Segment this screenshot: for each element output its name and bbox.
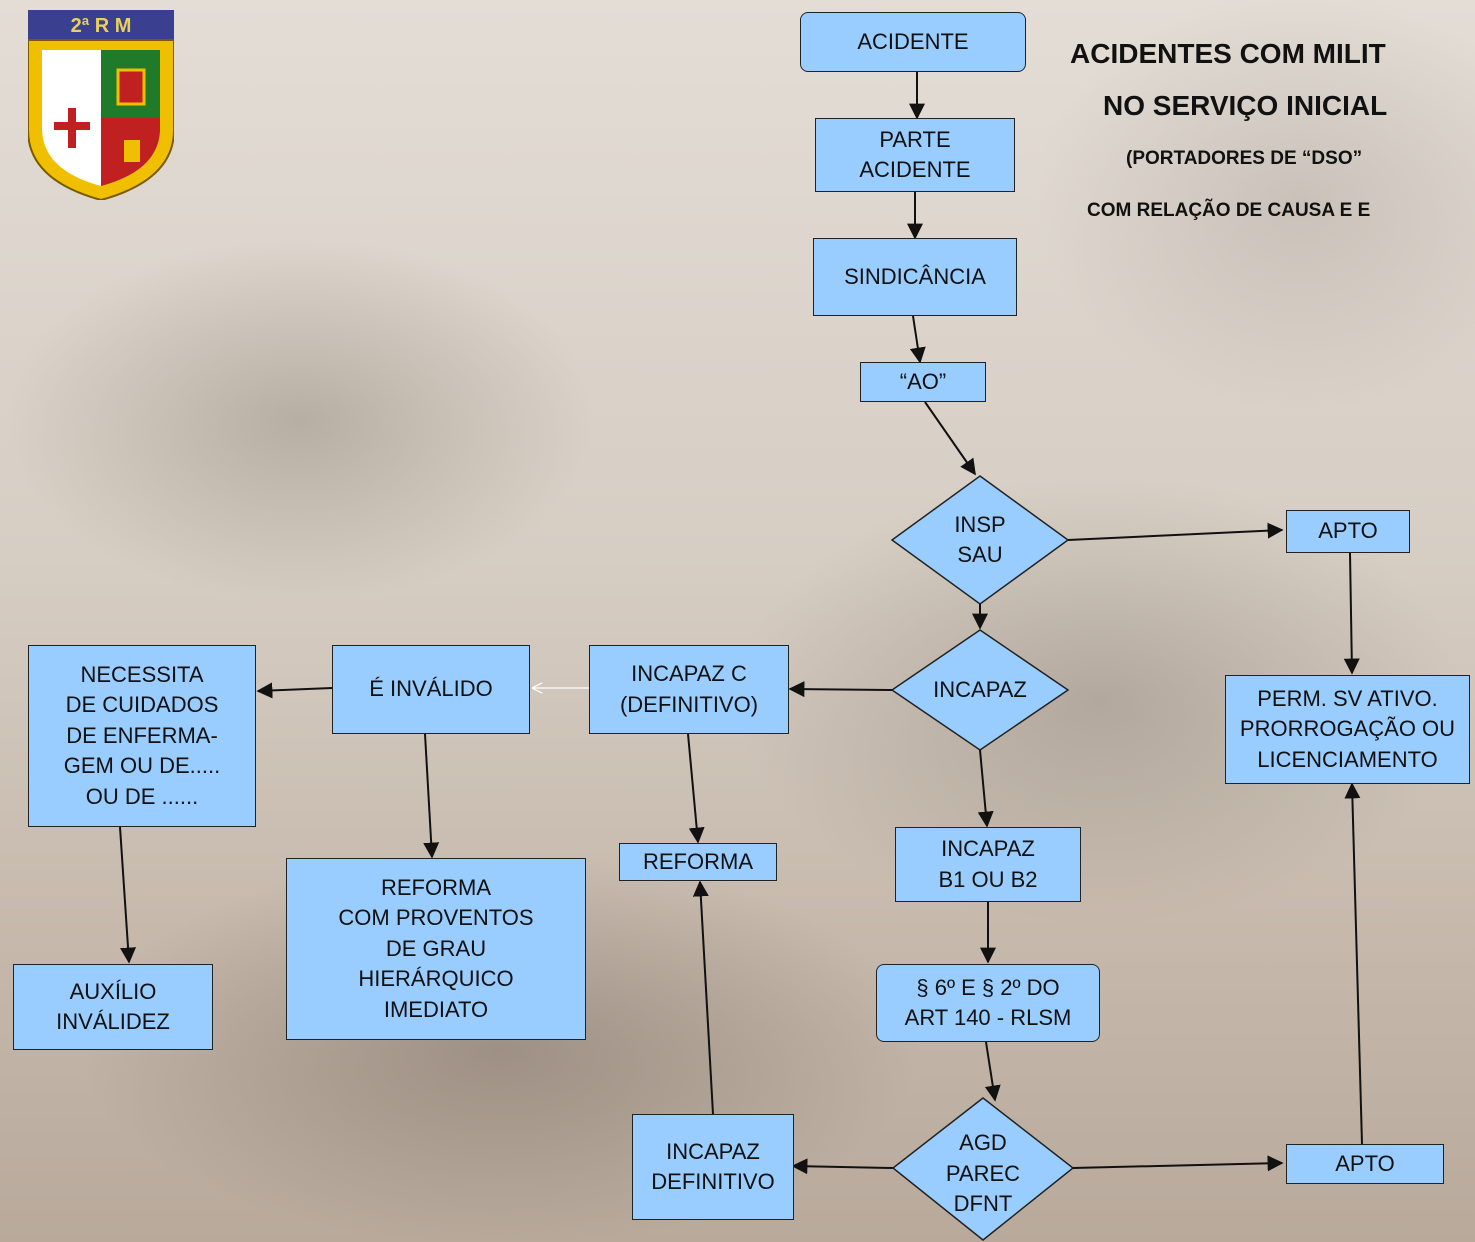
arrow-apto-perm [1343,552,1360,675]
node-necessita-cuidados: NECESSITA DE CUIDADOS DE ENFERMA- GEM OU… [28,645,256,827]
node-reforma-proventos: REFORMA COM PROVENTOS DE GRAU HIERÁRQUIC… [286,858,586,1040]
title-line-1: ACIDENTES COM MILIT [1070,38,1386,69]
arrow-invalido-necessita [256,682,333,699]
arrow-sindicancia-ao [909,315,926,364]
arrow-incapazc-reforma [687,733,705,844]
arrow-incapaz-incapazb [977,749,994,828]
node-paragrafo-art140: § 6º E § 2º DO ART 140 - RLSM [876,964,1100,1042]
node-incapaz-definitivo: INCAPAZ DEFINITIVO [632,1114,794,1220]
arrow-incapazdef-reforma [692,880,714,1115]
node-auxilio-invalidez: AUXÍLIO INVÁLIDEZ [13,964,213,1050]
subtitle-line-2: COM RELAÇÃO DE CAUSA E E [1087,200,1371,221]
node-e-invalido: É INVÁLIDO [332,645,530,734]
arrow-invalido-reformaprov [423,733,440,859]
node-incapaz-c: INCAPAZ C (DEFINITIVO) [589,645,789,734]
emblem-arms [116,68,146,106]
node-perm-sv-ativo: PERM. SV ATIVO. PRORROGAÇÃO OU LICENCIAM… [1225,675,1470,784]
node-apto-top: APTO [1286,510,1410,553]
arrow-paragrafo-agd [984,1041,1001,1102]
emblem-banner [28,10,174,40]
node-apto-bottom: APTO [1286,1144,1444,1184]
emblem-cross-h [54,122,90,130]
arrow-agd-incapazdef [791,1158,894,1175]
node-incapaz: INCAPAZ [933,676,1027,702]
emblem-banner-text: 2ª R M [71,15,132,37]
arrow-agd-apto [1072,1155,1284,1172]
node-acidente: ACIDENTE [800,12,1026,72]
arrow-necessita-auxilio [119,826,137,964]
node-sindicancia: SINDICÂNCIA [813,238,1017,316]
subtitle-line-1: (PORTADORES DE “DSO” [1126,148,1363,169]
node-ao: “AO” [860,362,986,402]
arrow-insp-apto [1067,522,1284,541]
emblem-tower [124,140,140,162]
node-incapaz-b1-b2: INCAPAZ B1 OU B2 [895,827,1081,902]
node-parte-acidente: PARTE ACIDENTE [815,118,1015,192]
node-agd-parec-dfnt: AGD PAREC DFNT [945,1130,1021,1217]
arrow-incapaz-incapazc [788,681,893,698]
title-line-2: NO SERVIÇO INICIAL [1103,90,1388,121]
arrow-apto-perm-up [1344,782,1363,1145]
arrow-ao-insp [924,401,976,476]
node-insp-sau: INSP SAU [954,511,1006,567]
node-reforma: REFORMA [619,843,777,881]
agd-parec-diamond [891,1097,1075,1241]
military-region-emblem: 2ª R M [28,10,174,200]
